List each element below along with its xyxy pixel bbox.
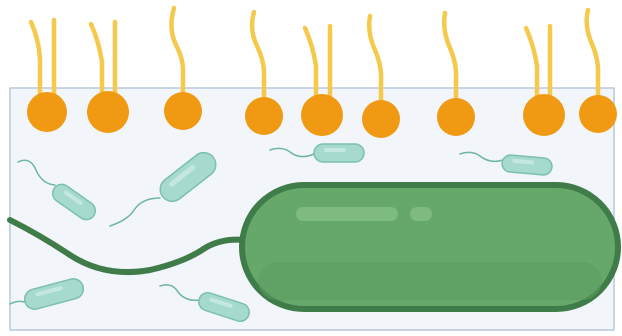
lipid bbox=[579, 10, 617, 133]
lipid bbox=[87, 22, 129, 133]
large-bacterium bbox=[242, 185, 618, 309]
lipid-layer bbox=[27, 8, 617, 138]
lipid bbox=[245, 12, 283, 135]
lipid bbox=[164, 8, 202, 130]
lipid bbox=[523, 26, 565, 136]
large-bacterium-highlight-dot bbox=[410, 207, 432, 221]
large-bacterium-shadow bbox=[258, 262, 602, 300]
lipid bbox=[437, 13, 475, 136]
lipid bbox=[362, 16, 400, 138]
lipid bbox=[301, 26, 343, 136]
large-bacterium-highlight bbox=[296, 207, 398, 221]
lipid bbox=[27, 20, 67, 132]
